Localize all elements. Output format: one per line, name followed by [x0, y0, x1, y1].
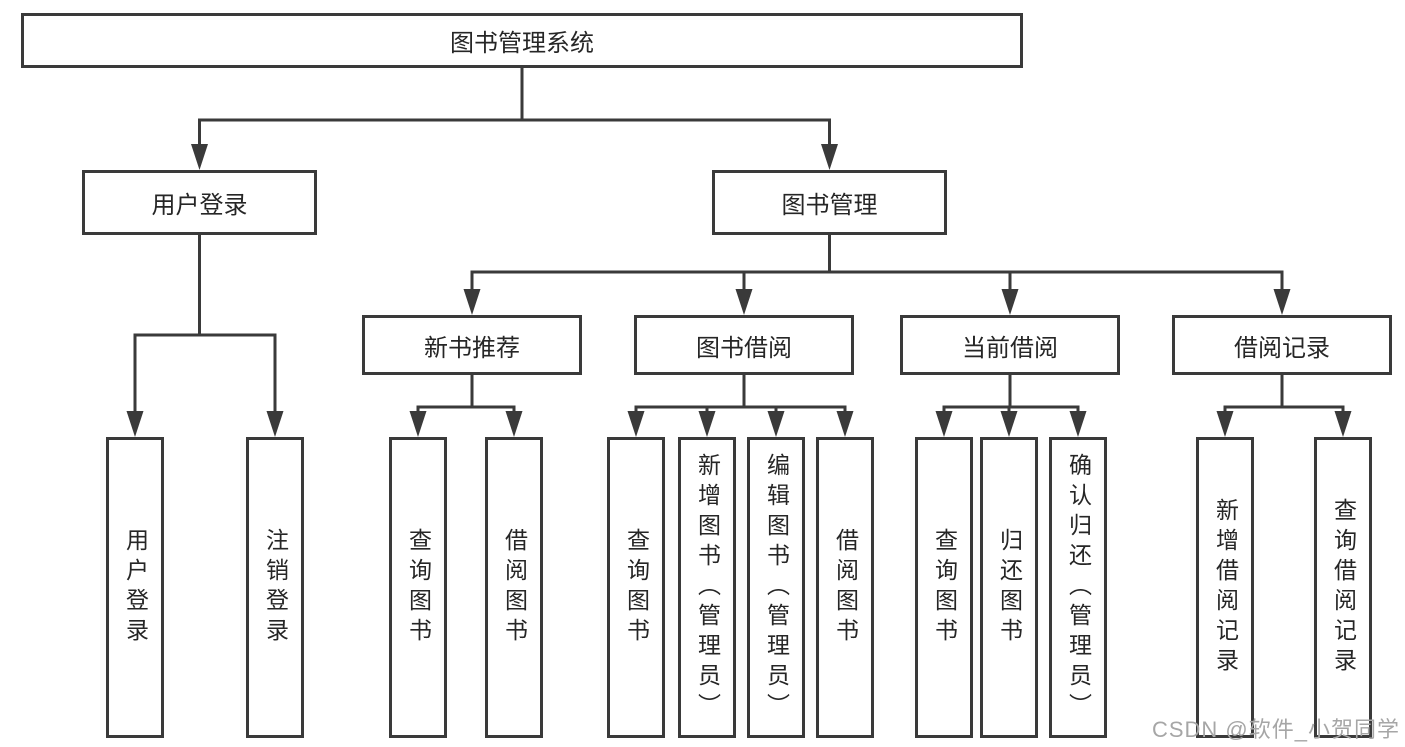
- arrowhead-icon: [735, 289, 753, 315]
- node-book-mgmt: 图书管理: [712, 170, 947, 235]
- node-bb-edit-books: 编辑图书（管理员）: [747, 437, 805, 738]
- node-bb-query-books: 查询图书: [607, 437, 665, 738]
- arrowhead-icon: [409, 411, 427, 437]
- node-logout: 注销登录: [246, 437, 304, 738]
- arrowhead-icon: [1069, 411, 1087, 437]
- node-cb-query-books: 查询图书: [915, 437, 973, 738]
- arrowhead-icon: [505, 411, 523, 437]
- arrowhead-icon: [266, 411, 284, 437]
- arrowhead-icon: [935, 411, 953, 437]
- arrowhead-icon: [1001, 289, 1019, 315]
- node-bb-borrow-books: 借阅图书: [816, 437, 874, 738]
- arrowhead-icon: [836, 411, 854, 437]
- node-nbr-borrow-books: 借阅图书: [485, 437, 543, 738]
- arrowhead-icon: [463, 289, 481, 315]
- arrowhead-icon: [1000, 411, 1018, 437]
- node-nbr-query-books: 查询图书: [389, 437, 447, 738]
- arrowhead-icon: [627, 411, 645, 437]
- node-cb-confirm-return: 确认归还（管理员）: [1049, 437, 1107, 738]
- arrowhead-icon: [767, 411, 785, 437]
- node-bb-add-books: 新增图书（管理员）: [678, 437, 736, 738]
- watermark: CSDN @软件_小贺同学: [1151, 717, 1400, 742]
- node-cb-return-books: 归还图书: [980, 437, 1038, 738]
- arrowhead-icon: [191, 144, 208, 170]
- node-login: 用户登录: [106, 437, 164, 738]
- arrowhead-icon: [1216, 411, 1234, 437]
- arrowhead-icon: [698, 411, 716, 437]
- arrowhead-icon: [821, 144, 838, 170]
- node-root: 图书管理系统: [21, 13, 1023, 68]
- node-current-borrow: 当前借阅: [900, 315, 1120, 375]
- node-book-borrow: 图书借阅: [634, 315, 854, 375]
- arrowhead-icon: [1273, 289, 1291, 315]
- node-br-query-record: 查询借阅记录: [1314, 437, 1372, 738]
- node-new-book-rec: 新书推荐: [362, 315, 582, 375]
- node-borrow-records: 借阅记录: [1172, 315, 1392, 375]
- node-user-login: 用户登录: [82, 170, 317, 235]
- arrowhead-icon: [1334, 411, 1352, 437]
- node-br-add-record: 新增借阅记录: [1196, 437, 1254, 738]
- arrowhead-icon: [126, 411, 144, 437]
